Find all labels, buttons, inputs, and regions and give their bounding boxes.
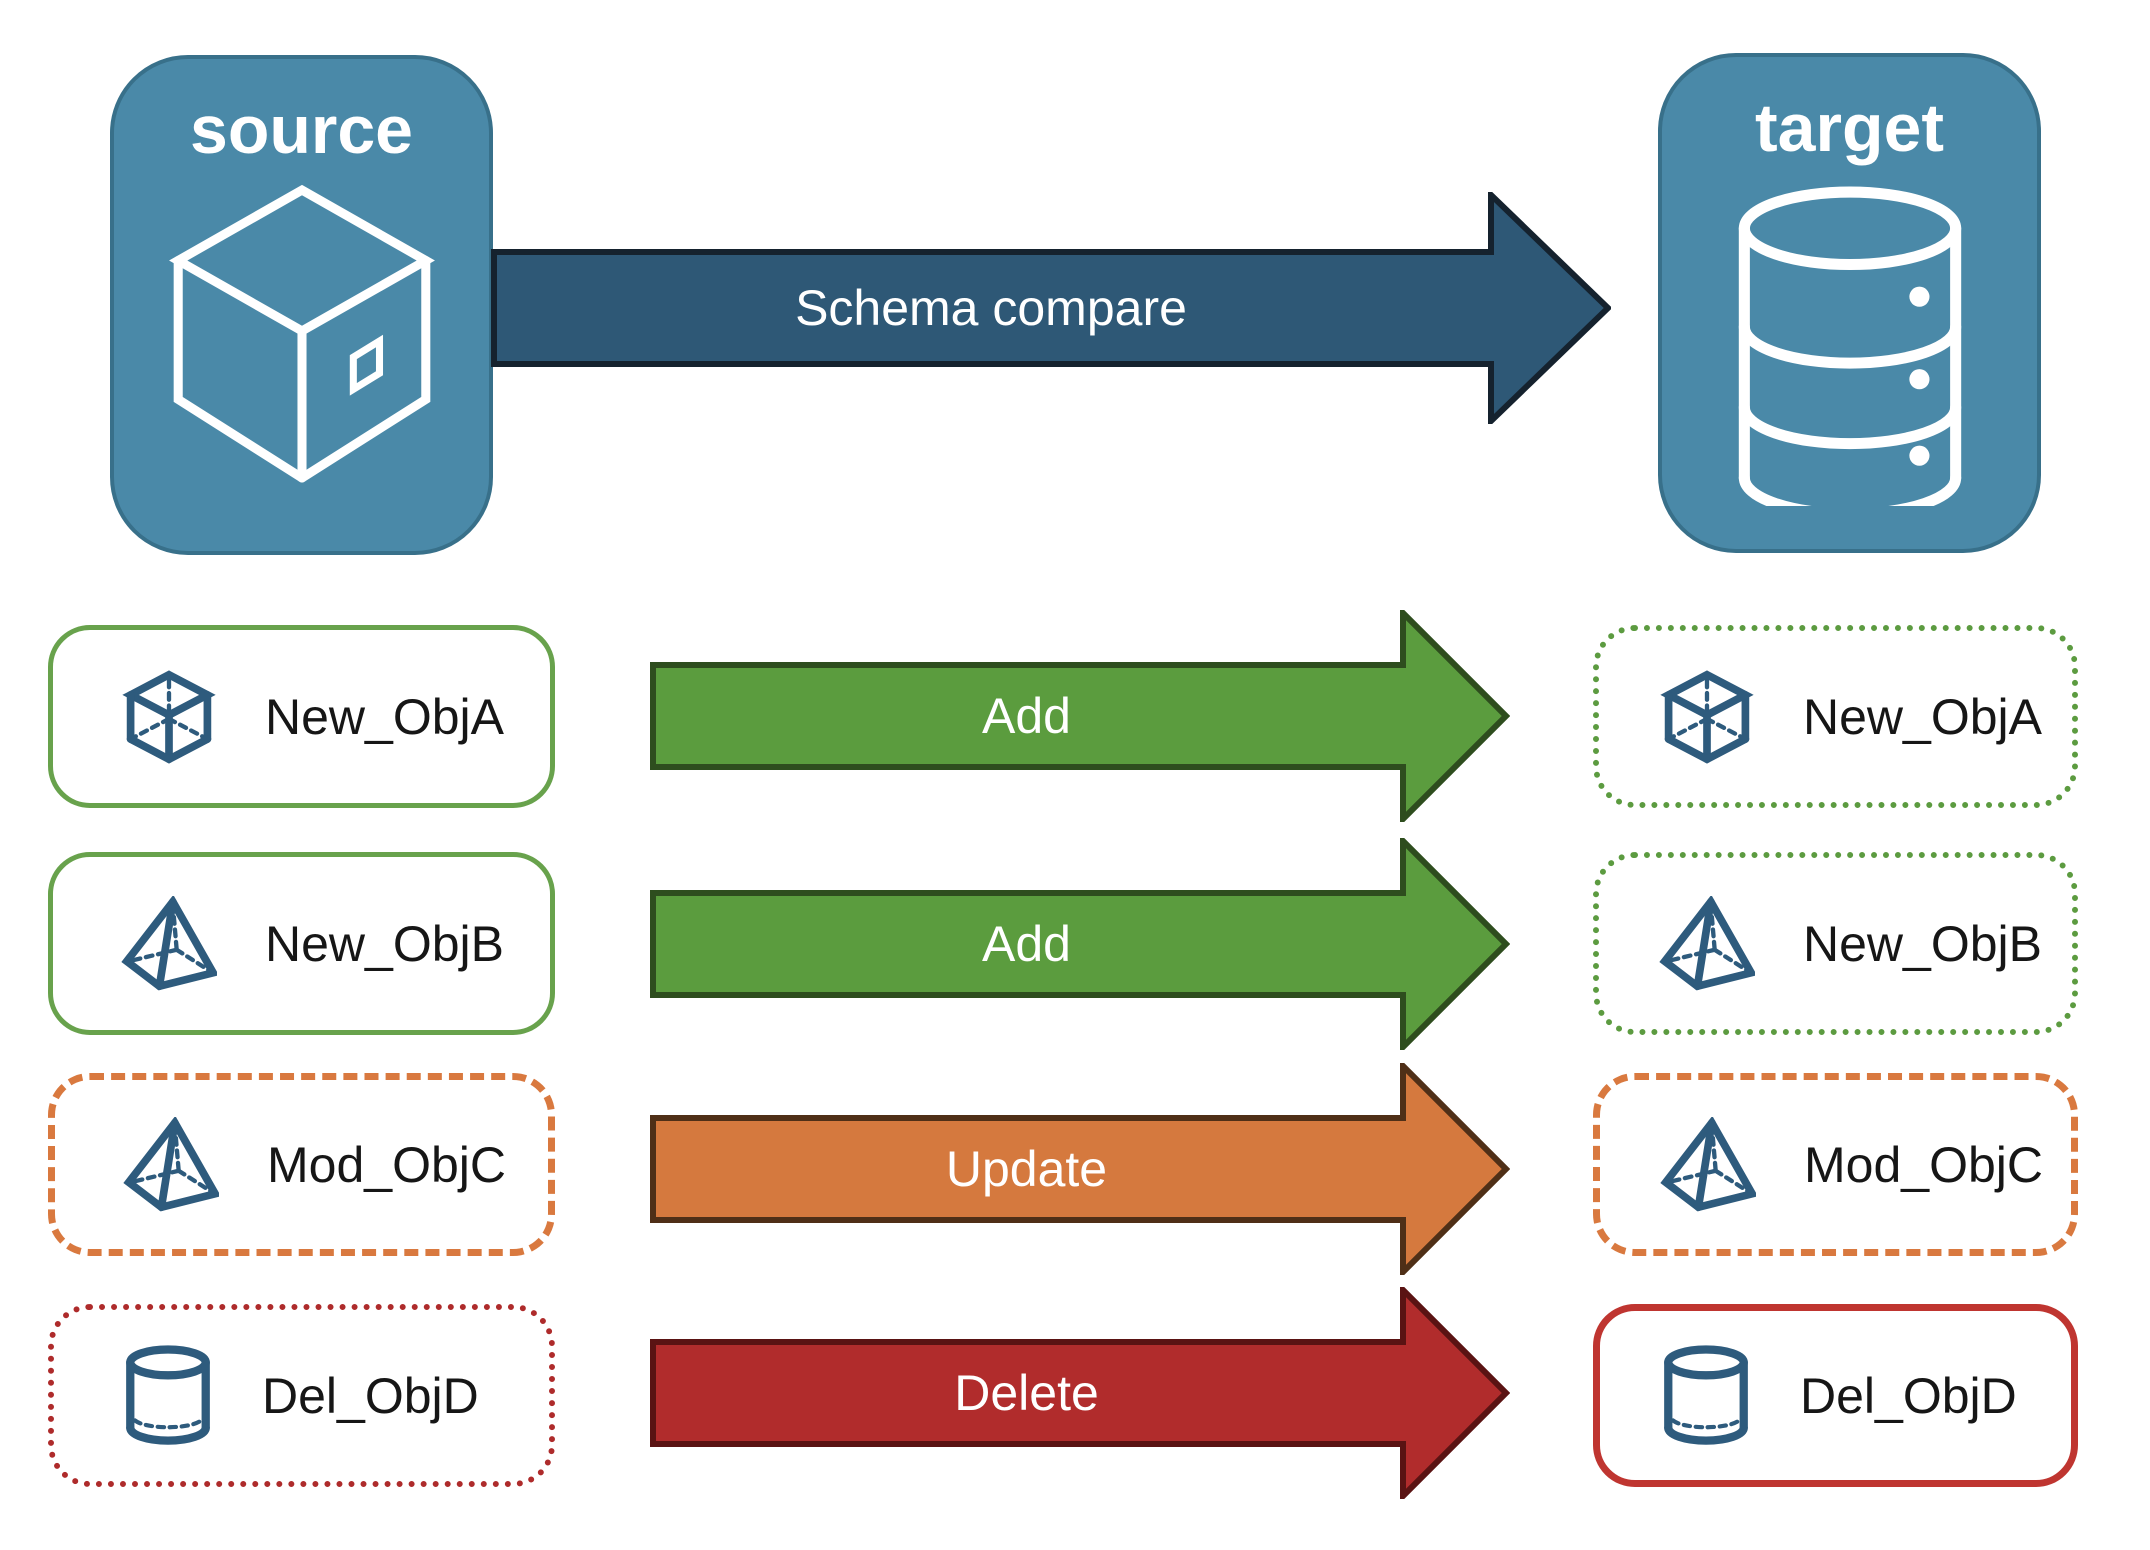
add-arrow-label: Add bbox=[982, 916, 1071, 972]
object-label: Del_ObjD bbox=[262, 1367, 479, 1424]
source-object-new-objb: New_ObjB bbox=[48, 852, 555, 1035]
target-title: target bbox=[1755, 90, 1944, 166]
source-title: source bbox=[190, 92, 413, 168]
schema-compare-arrow: Schema compare bbox=[491, 192, 1611, 424]
target-object-new-obja: New_ObjA bbox=[1593, 625, 2078, 808]
add-arrow-2: Add bbox=[650, 838, 1510, 1050]
update-arrow: Update bbox=[650, 1063, 1510, 1275]
source-panel: source bbox=[110, 55, 493, 555]
target-object-mod-objc: Mod_ObjC bbox=[1593, 1073, 2078, 1256]
cube-icon bbox=[1660, 669, 1754, 764]
pyramid-icon bbox=[1660, 1116, 1756, 1211]
source-object-new-obja: New_ObjA bbox=[48, 625, 555, 808]
pyramid-icon bbox=[1659, 895, 1755, 990]
object-label: New_ObjA bbox=[265, 688, 504, 745]
object-label: New_ObjB bbox=[265, 915, 504, 972]
object-label: Del_ObjD bbox=[1800, 1367, 2017, 1424]
schema-compare-label: Schema compare bbox=[795, 280, 1187, 336]
update-arrow-label: Update bbox=[945, 1141, 1108, 1197]
pyramid-icon bbox=[123, 1116, 219, 1211]
package-icon bbox=[168, 184, 435, 483]
source-object-mod-objc: Mod_ObjC bbox=[48, 1073, 555, 1256]
add-arrow-label: Add bbox=[982, 688, 1071, 744]
source-object-del-objd: Del_ObjD bbox=[48, 1304, 555, 1487]
object-label: New_ObjA bbox=[1803, 688, 2042, 745]
add-arrow-1: Add bbox=[650, 610, 1510, 822]
target-panel: target bbox=[1658, 53, 2041, 553]
cylinder-icon bbox=[1664, 1344, 1748, 1445]
cube-icon bbox=[122, 669, 216, 764]
delete-arrow-label: Delete bbox=[954, 1365, 1099, 1421]
delete-arrow: Delete bbox=[650, 1287, 1510, 1499]
database-icon bbox=[1738, 186, 1961, 506]
pyramid-icon bbox=[121, 895, 217, 990]
object-label: Mod_ObjC bbox=[267, 1136, 506, 1193]
cylinder-icon bbox=[126, 1344, 210, 1445]
object-label: New_ObjB bbox=[1803, 915, 2042, 972]
object-label: Mod_ObjC bbox=[1804, 1136, 2043, 1193]
target-object-del-objd: Del_ObjD bbox=[1593, 1304, 2078, 1487]
target-object-new-objb: New_ObjB bbox=[1593, 852, 2078, 1035]
